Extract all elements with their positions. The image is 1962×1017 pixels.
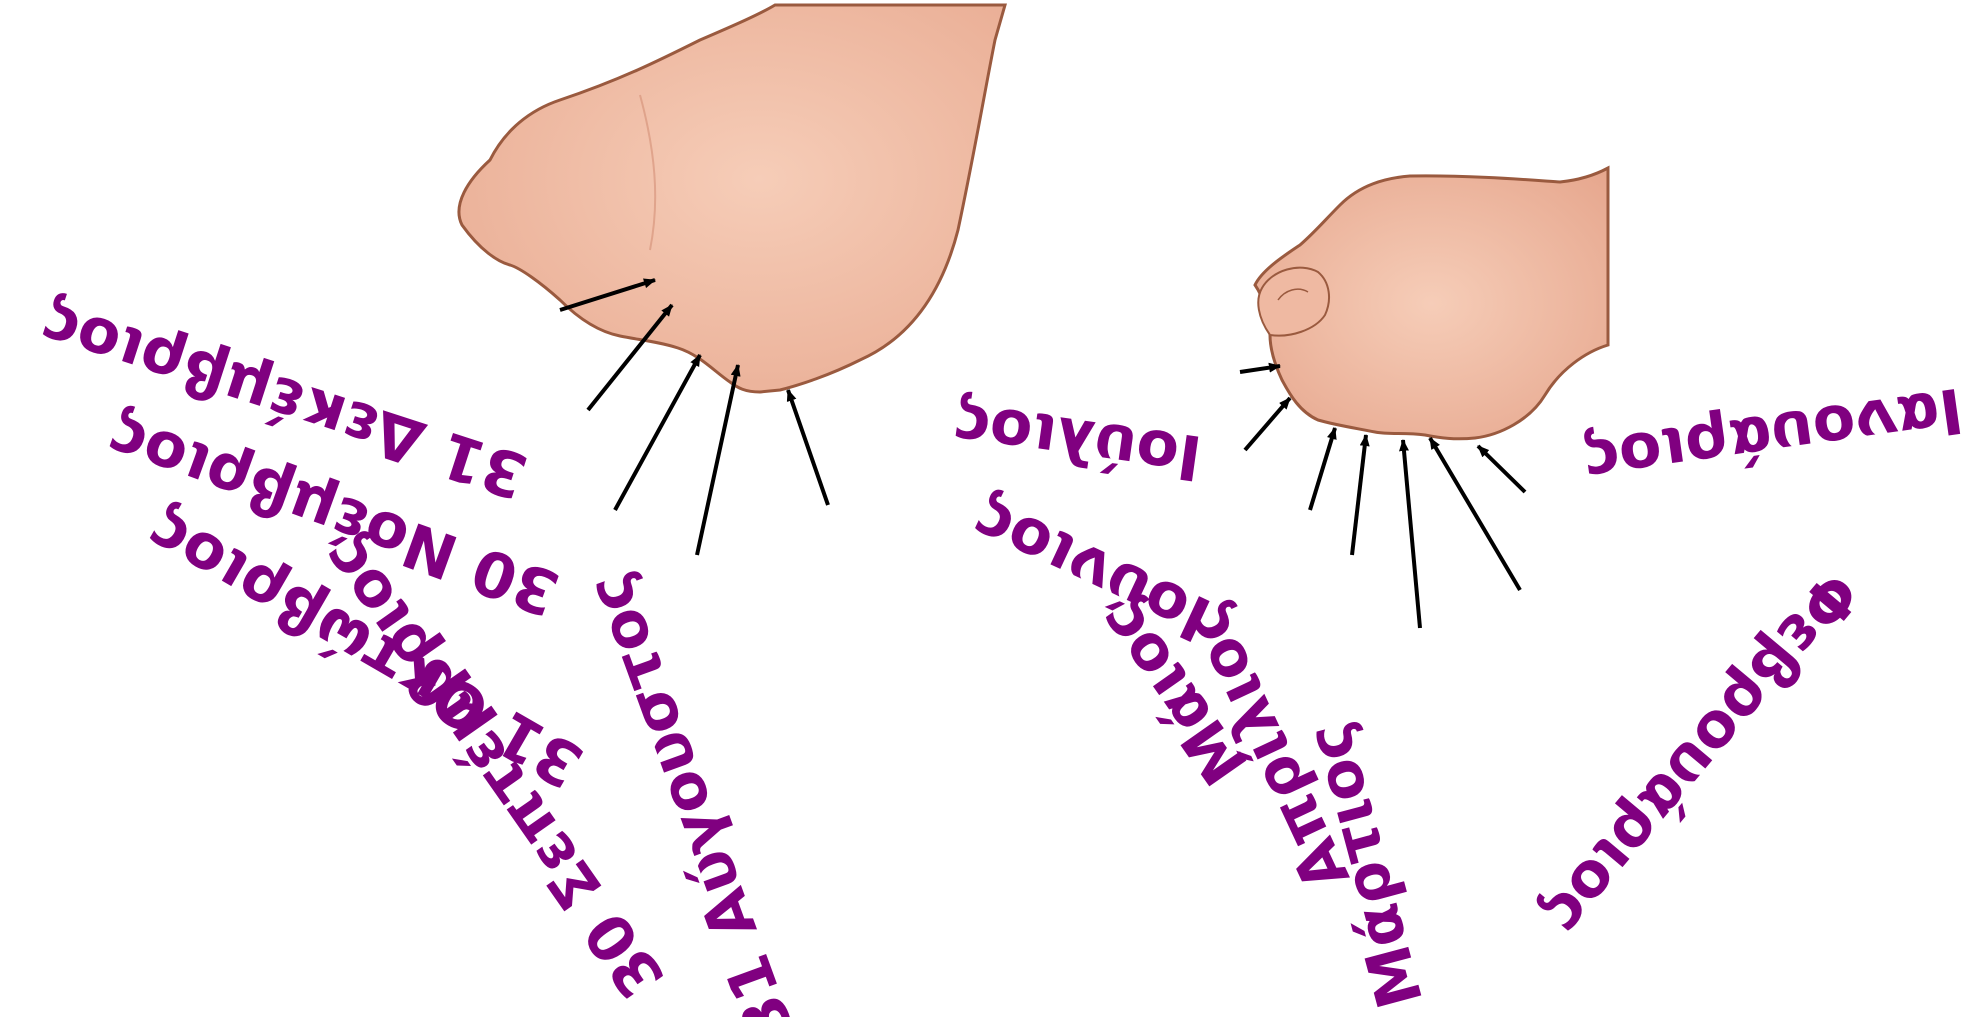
arrow-jul xyxy=(1240,366,1280,372)
arrow-feb xyxy=(1430,438,1520,590)
right-labels: Ιούλιος Ιούνιος Μάιος Απρίλιος Μάρτιος Φ… xyxy=(948,374,1962,1016)
arrow-oct xyxy=(615,355,700,510)
arrow-may xyxy=(1310,428,1335,510)
arrow-jun xyxy=(1245,398,1290,450)
left-fist xyxy=(459,5,1005,392)
left-fist-illustration xyxy=(459,5,1005,392)
arrow-sep xyxy=(697,365,738,555)
label-feb: Φεβρουάριος xyxy=(1529,558,1875,950)
label-jul: Ιούλιος xyxy=(948,388,1206,495)
arrow-jan xyxy=(1478,446,1525,492)
arrow-mar xyxy=(1403,440,1420,628)
left-labels: 31 Δεκέμβριος 30 Νοέμβριος 31 Οκτώβριος … xyxy=(31,287,808,1017)
right-fist xyxy=(1255,168,1608,439)
arrow-aug xyxy=(788,390,828,505)
arrow-apr xyxy=(1352,435,1366,555)
label-jan: Ιανουάριος xyxy=(1578,374,1962,500)
